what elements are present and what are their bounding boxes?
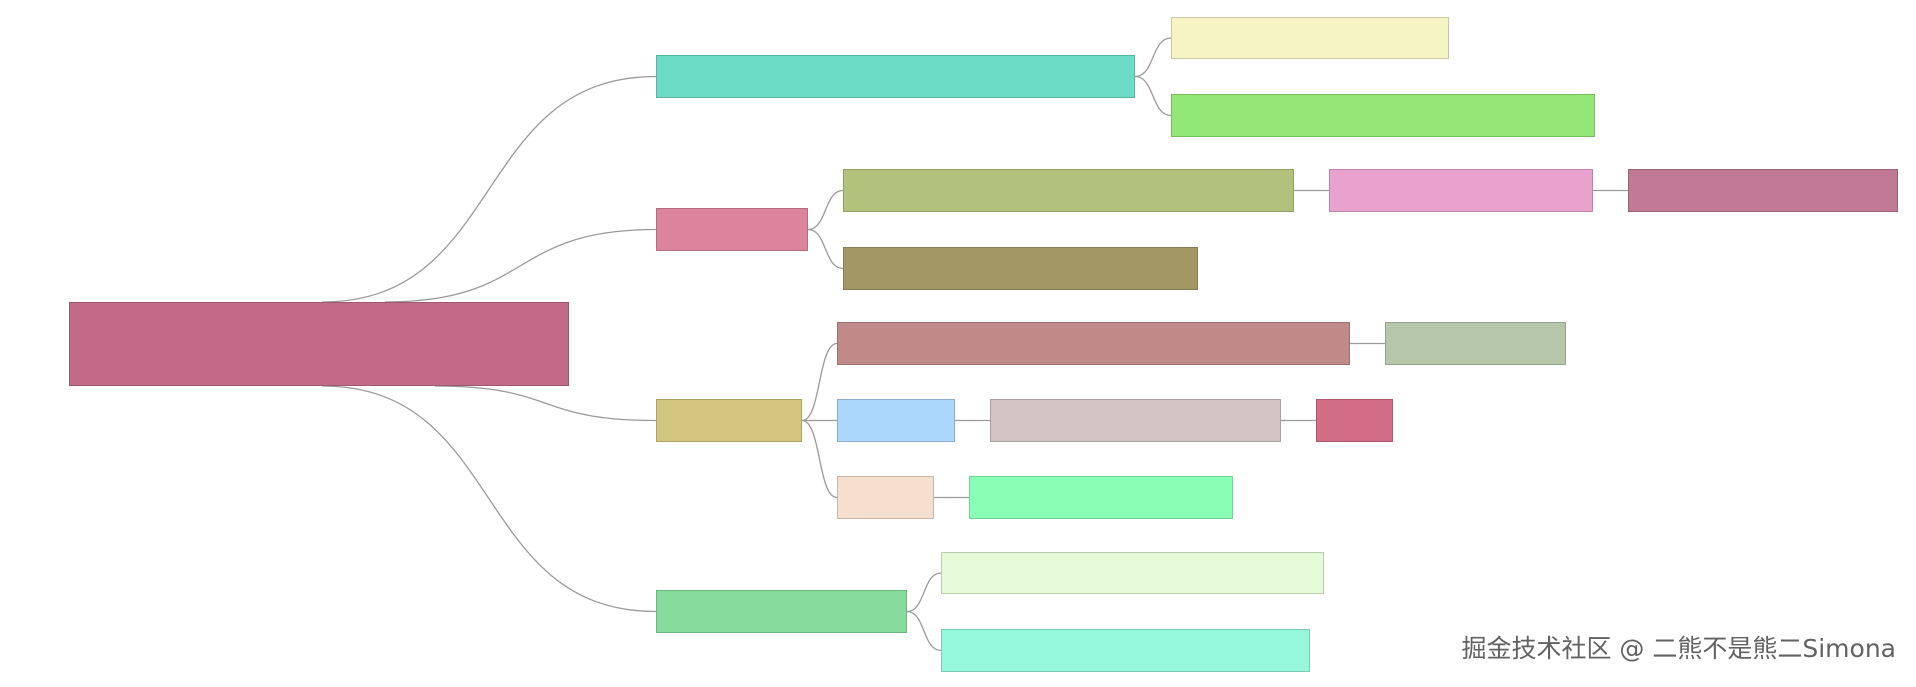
branch-3-child-3-sub-1-node[interactable] bbox=[969, 476, 1233, 519]
branch-3-child-1-sub-1-node[interactable] bbox=[1385, 322, 1566, 365]
branch-1-node[interactable] bbox=[656, 55, 1135, 98]
branch-2-node[interactable] bbox=[656, 208, 808, 251]
branch-4-node[interactable] bbox=[656, 590, 907, 633]
connector-b1-b1b bbox=[1134, 75, 1172, 117]
branch-2-child-1-node[interactable] bbox=[843, 169, 1294, 212]
connector-root-b4 bbox=[321, 385, 657, 613]
branch-1-child-1-node[interactable] bbox=[1171, 17, 1449, 59]
connector-root-b2 bbox=[384, 228, 657, 303]
connector-root-b3 bbox=[434, 385, 657, 422]
connector-b4-b4a bbox=[906, 572, 942, 613]
branch-3-child-3-node[interactable] bbox=[837, 476, 934, 519]
connector-b2-b2b bbox=[807, 228, 844, 270]
root-node[interactable] bbox=[69, 302, 569, 386]
branch-3-child-2-node[interactable] bbox=[837, 399, 955, 442]
branch-3-child-1-node[interactable] bbox=[837, 322, 1350, 365]
branch-1-child-2-node[interactable] bbox=[1171, 94, 1595, 137]
branch-4-child-1-node[interactable] bbox=[941, 552, 1324, 594]
branch-3-child-2-sub-2-node[interactable] bbox=[1316, 399, 1393, 442]
branch-2-child-1-sub-2-node[interactable] bbox=[1628, 169, 1898, 212]
branch-2-child-1-sub-1-node[interactable] bbox=[1329, 169, 1593, 212]
connector-root-b1 bbox=[321, 75, 657, 303]
branch-2-child-2-node[interactable] bbox=[843, 247, 1198, 290]
connector-b4-b4b bbox=[906, 610, 942, 652]
connector-b3-b3c bbox=[801, 419, 838, 499]
connector-b2-b2a bbox=[807, 189, 844, 231]
connector-b3-b3a bbox=[801, 342, 838, 422]
branch-3-child-2-sub-1-node[interactable] bbox=[990, 399, 1281, 442]
branch-4-child-2-node[interactable] bbox=[941, 629, 1310, 672]
connector-b1-b1a bbox=[1134, 37, 1172, 78]
watermark-text: 掘金技术社区 @ 二熊不是熊二Simona bbox=[1461, 634, 1896, 663]
branch-3-node[interactable] bbox=[656, 399, 802, 442]
